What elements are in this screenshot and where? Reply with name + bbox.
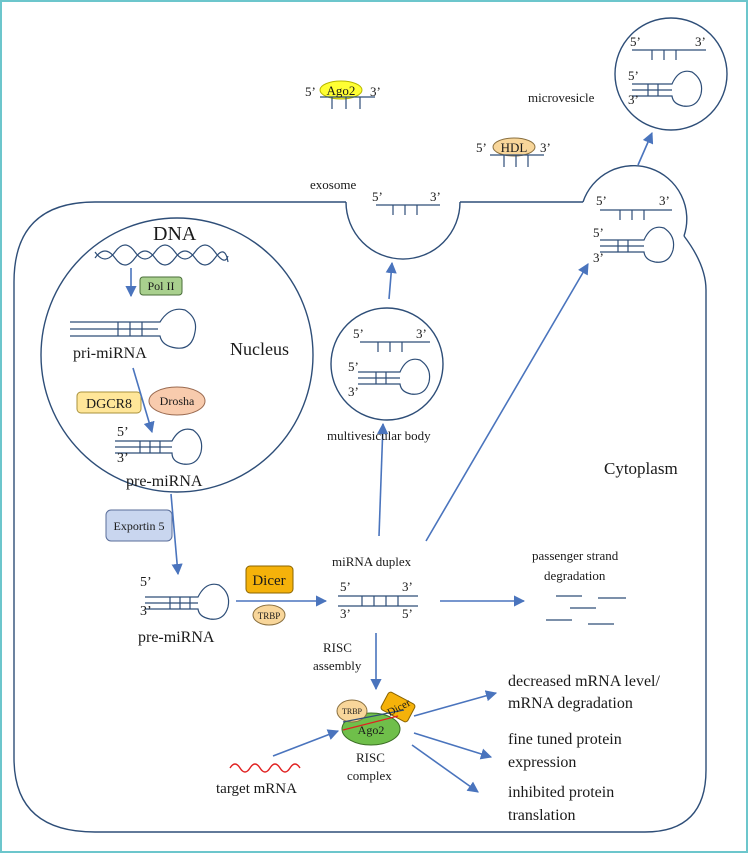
pre-mirna-nucleus-label: pre-miRNA: [126, 473, 203, 490]
passenger-strand-fragments: [546, 595, 626, 625]
pol2-label: Pol II: [148, 279, 175, 293]
five-prime-label: 5’: [630, 34, 641, 49]
five-prime-label: 5’: [348, 359, 359, 374]
trbp-risc-label: TRBP: [342, 707, 363, 716]
five-prime-label: 5’: [593, 225, 604, 240]
target-mrna-strand: [229, 763, 301, 773]
five-prime-label: 5’: [340, 579, 351, 594]
exportin-label: Exportin 5: [114, 519, 165, 533]
five-prime-label: 5’: [305, 84, 316, 99]
pol2-box: [139, 276, 183, 296]
dgcr8-label: DGCR8: [86, 397, 132, 412]
exosome-label: exosome: [310, 177, 356, 192]
multivesicular-body: [330, 307, 444, 421]
ago2-risc-label: Ago2: [358, 723, 385, 737]
outcome-degradation-line2: mRNA degradation: [508, 695, 633, 712]
passenger-degradation-label: degradation: [544, 568, 606, 583]
three-prime-label: 3’: [430, 189, 441, 204]
five-prime-label: 5’: [596, 193, 607, 208]
drosha-ellipse: [148, 386, 206, 416]
microvesicle: [614, 17, 728, 131]
risc-assembly-label-2: assembly: [313, 658, 362, 673]
pre-mirna-cytoplasm-label: pre-miRNA: [138, 629, 215, 646]
exosome-bud: [345, 201, 461, 260]
three-prime-label: 3’: [540, 140, 551, 155]
dicer-label: Dicer: [252, 573, 285, 589]
trbp-ellipse: [252, 604, 286, 626]
trbp-label: TRBP: [258, 611, 281, 621]
three-prime-label: 3’: [117, 451, 129, 466]
hdl-mirna-complex: [490, 137, 544, 167]
nucleus-envelope: [40, 217, 314, 493]
five-prime-label: 5’: [476, 140, 487, 155]
five-prime-label: 5’: [353, 326, 364, 341]
pathway-arrows: [125, 131, 654, 793]
five-prime-label: 5’: [117, 425, 129, 440]
three-prime-label: 3’: [348, 384, 359, 399]
five-prime-label: 5’: [628, 68, 639, 83]
risc-complex-label: RISC: [356, 750, 385, 765]
mvb-contents: [358, 341, 431, 395]
exosome-contents: [376, 204, 440, 215]
three-prime-label: 3’: [402, 579, 413, 594]
risc-complex-shape: [336, 691, 416, 746]
mirna-duplex-strands: [338, 595, 418, 607]
mvb-label: multivesicular body: [327, 428, 431, 443]
three-prime-label: 3’: [340, 606, 351, 621]
microvesicle-label: microvesicle: [528, 90, 595, 105]
five-prime-label: 5’: [372, 189, 383, 204]
nucleus-label: Nucleus: [230, 339, 289, 359]
outcome-finetune-line1: fine tuned protein: [508, 731, 622, 748]
three-prime-label: 3’: [593, 250, 604, 265]
three-prime-label: 3’: [140, 604, 152, 619]
outcome-inhibition-line1: inhibited protein: [508, 784, 614, 801]
three-prime-label: 3’: [695, 34, 706, 49]
dicer-box: [245, 565, 294, 594]
risc-complex-label-2: complex: [347, 768, 392, 783]
ago2-extracellular-label: Ago2: [327, 83, 356, 98]
five-prime-label: 5’: [140, 575, 152, 590]
three-prime-label: 3’: [628, 92, 639, 107]
mirna-duplex-label: miRNA duplex: [332, 554, 412, 569]
three-prime-label: 3’: [659, 193, 670, 208]
pre-mirna-hairpin-cytoplasm: [145, 583, 230, 620]
cytoplasm-label: Cytoplasm: [604, 459, 678, 478]
pri-mirna-label: pri-miRNA: [73, 345, 147, 362]
exportin-box: [105, 509, 173, 542]
dna-helix: [94, 244, 229, 266]
microvesicle-contents: [632, 49, 706, 107]
cell-membrane: [13, 201, 707, 833]
risc-assembly-label: RISC: [323, 640, 352, 655]
dgcr8-box: [76, 391, 142, 414]
ago2-mirna-extracellular: [319, 80, 375, 109]
budding-microvesicle: [582, 165, 688, 237]
pri-mirna-hairpin: [70, 308, 197, 349]
passenger-strand-label: passenger strand: [532, 548, 619, 563]
pre-mirna-hairpin-nucleus: [115, 428, 203, 465]
budding-vesicle-contents: [600, 209, 675, 263]
outcome-degradation-line1: decreased mRNA level/: [508, 673, 661, 690]
three-prime-label: 3’: [416, 326, 427, 341]
five-prime-label: 5’: [402, 606, 413, 621]
outcome-finetune-line2: expression: [508, 754, 576, 771]
three-prime-label: 3’: [370, 84, 381, 99]
outcome-inhibition-line2: translation: [508, 807, 576, 824]
target-mrna-label: target mRNA: [216, 781, 297, 797]
drosha-label: Drosha: [160, 394, 195, 408]
hdl-label: HDL: [501, 140, 528, 155]
dna-label: DNA: [153, 223, 197, 245]
